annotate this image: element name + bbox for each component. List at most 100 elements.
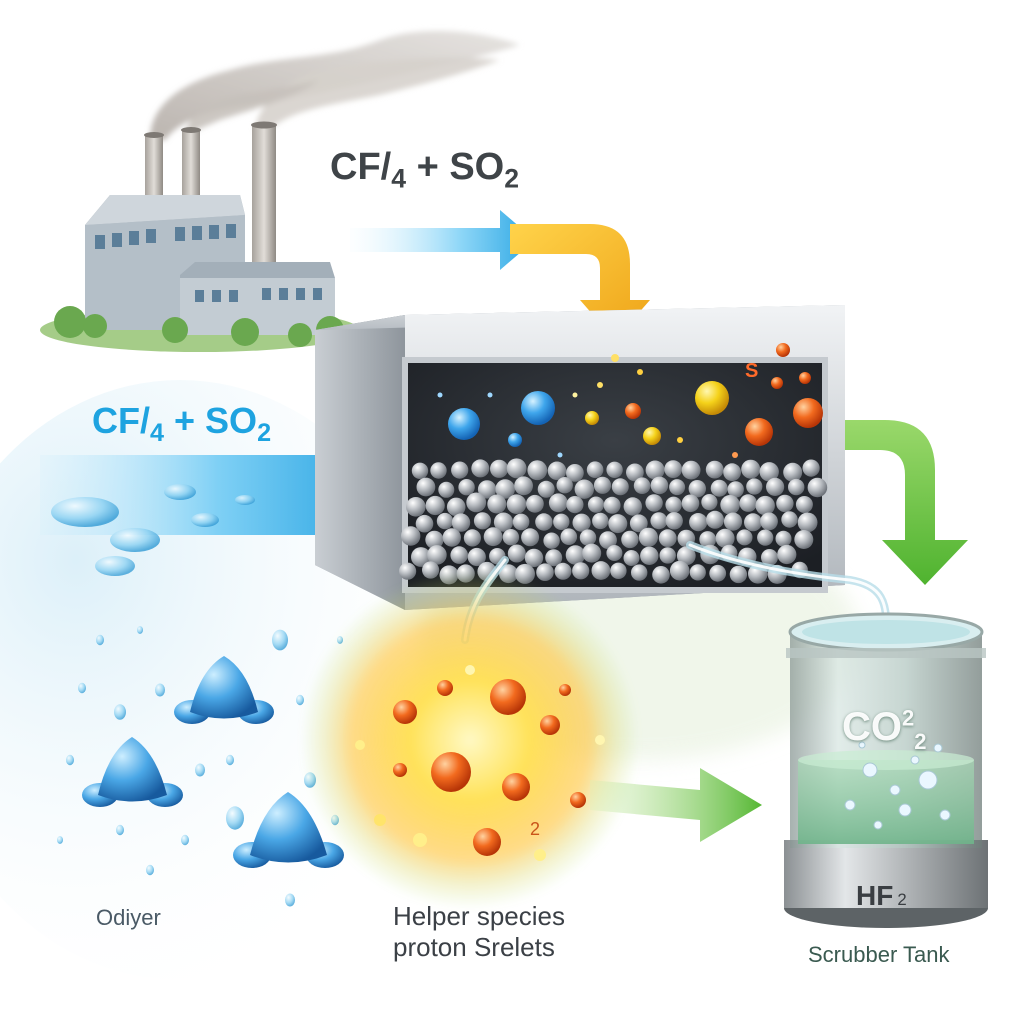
formula-left-plus: + SO [164, 400, 258, 441]
spark [595, 735, 605, 745]
catalyst-pellet [688, 480, 706, 498]
catalyst-pellet [543, 532, 560, 549]
orange-particle [793, 398, 823, 428]
formula-top-sub2: 2 [504, 163, 520, 194]
catalyst-pellet [554, 562, 572, 580]
spark [572, 392, 578, 398]
helper-burst: 2 [300, 570, 640, 910]
catalyst-pellet [450, 546, 469, 564]
formula-left-main: CF/ [92, 400, 150, 441]
blue-particle [508, 433, 522, 447]
spark [487, 392, 493, 398]
catalyst-pellet [466, 492, 487, 513]
catalyst-pellet [633, 477, 651, 495]
inflow-droplets [51, 484, 255, 576]
orange-particle [745, 418, 773, 446]
catalyst-pellet [415, 514, 434, 533]
helper-sub-mark: 2 [530, 819, 540, 839]
catalyst-pellet [689, 564, 706, 581]
catalyst-pellet [506, 494, 527, 514]
catalyst-pellet [650, 476, 669, 495]
water-droplet [195, 763, 205, 777]
top-blue-arrow [350, 210, 535, 270]
water-droplet [181, 834, 189, 846]
catalyst-pellet [797, 512, 818, 533]
yellow-particle [585, 411, 599, 425]
catalyst-pellet [416, 477, 436, 497]
catalyst-pellet [463, 529, 481, 547]
tank-hf-sub: 2 [897, 890, 907, 909]
orange-particle [771, 377, 783, 389]
water-droplet [78, 682, 86, 694]
catalyst-pellet [652, 566, 670, 584]
catalyst-pellet [547, 461, 567, 481]
yellow-particle [643, 427, 661, 445]
water-droplet [57, 836, 63, 844]
catalyst-pellet [727, 481, 744, 498]
formula-left-sub2: 2 [257, 419, 272, 448]
water-droplet [285, 893, 295, 907]
spark [611, 354, 619, 362]
catalyst-pellet [603, 496, 621, 514]
catalyst-pellet [640, 546, 659, 565]
spark [597, 382, 603, 388]
orange-particle [393, 700, 417, 724]
catalyst-pellet [665, 496, 682, 513]
catalyst-pellet [759, 462, 779, 482]
catalyst-pellet [490, 459, 509, 478]
catalyst-pellet [807, 477, 828, 498]
catalyst-pellet [783, 462, 803, 482]
catalyst-pellet [755, 495, 775, 516]
catalyst-pellet [744, 513, 762, 532]
yellow-particle [695, 381, 729, 415]
catalyst-pellet [487, 494, 507, 514]
catalyst-pellet [681, 494, 700, 513]
catalyst-pellet [658, 529, 677, 548]
spark [677, 437, 683, 443]
catalyst-pellet [739, 494, 757, 512]
formula-top: CF/4 + SO2 [330, 146, 519, 195]
catalyst-pellet [548, 493, 568, 513]
catalyst-pellet [610, 562, 627, 579]
catalyst-pellet [411, 462, 429, 479]
catalyst-pellet [723, 512, 743, 531]
spark [437, 392, 443, 398]
water-droplet [226, 806, 244, 830]
catalyst-pellet [527, 460, 548, 481]
catalyst-pellet [606, 545, 623, 561]
catalyst-pellet [659, 547, 676, 564]
catalyst-pellet [526, 494, 544, 513]
factory-windows [95, 224, 322, 302]
water-droplet [96, 634, 104, 646]
catalyst-pellet [669, 560, 690, 581]
water-droplet [146, 864, 154, 876]
catalyst-pellet [761, 549, 778, 566]
spark [637, 369, 643, 375]
orange-particle [625, 403, 641, 419]
formula-left: CF/4 + SO2 [92, 400, 271, 448]
smoke-plume [150, 30, 520, 141]
label-odiyer: Odiyer [96, 905, 161, 930]
catalyst-pellet [777, 544, 797, 565]
water-droplet [66, 754, 74, 766]
tank-co2-sub: 2 [914, 729, 927, 754]
orange-particle [473, 828, 501, 856]
catalyst-pellet [582, 543, 602, 563]
tank-co2-main: CO [842, 705, 902, 749]
blue-particle [448, 408, 480, 440]
catalyst-pellet [579, 529, 597, 546]
s-mark: S [745, 360, 758, 382]
catalyst-pellet [794, 530, 814, 549]
catalyst-pellet [608, 514, 628, 534]
catalyst-pellet [781, 511, 798, 528]
catalyst-pellet [689, 513, 708, 532]
catalyst-pellet [776, 494, 794, 513]
catalyst-pellet [477, 480, 497, 499]
catalyst-pellet [760, 512, 778, 531]
catalyst-pellet [521, 528, 540, 547]
catalyst-pellet [553, 513, 570, 530]
catalyst-pellet [493, 512, 514, 532]
scrubber-tank [784, 612, 988, 928]
catalyst-pellet [502, 529, 520, 546]
